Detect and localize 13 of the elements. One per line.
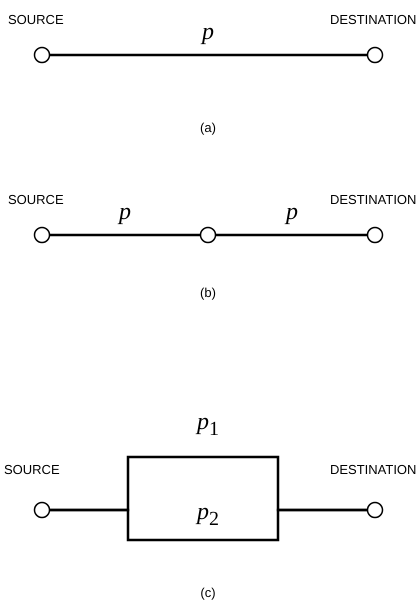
panel-label: (c)	[200, 585, 216, 600]
node-label: SOURCE	[8, 12, 64, 27]
node-label: DESTINATION	[330, 192, 416, 207]
node-label: SOURCE	[8, 192, 64, 207]
panel-label: (b)	[200, 285, 216, 300]
node-label: DESTINATION	[330, 462, 416, 477]
connector-line	[216, 234, 367, 236]
panel-label: (a)	[200, 120, 216, 135]
node-label: SOURCE	[4, 462, 60, 477]
node-label: DESTINATION	[330, 12, 416, 27]
connector-line	[50, 234, 200, 236]
connector-line	[50, 54, 367, 56]
connector-line	[50, 508, 367, 542]
